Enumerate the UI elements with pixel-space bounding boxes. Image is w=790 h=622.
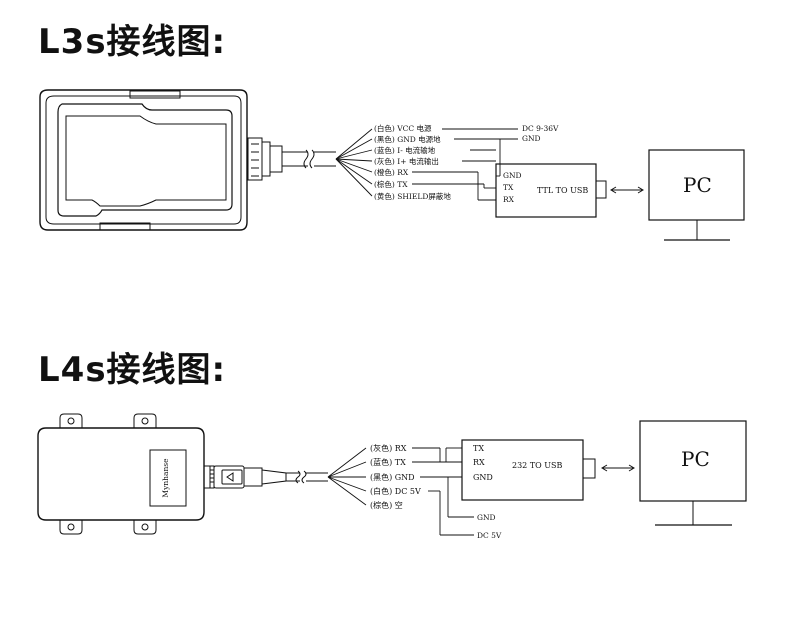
- l3s-pin-label: RX: [503, 195, 515, 204]
- l4s-usb-link-arrow: [601, 464, 635, 472]
- l3s-converter-box: [495, 163, 607, 218]
- l4s-wire-label: (棕色) 空: [370, 500, 403, 510]
- svg-text:Mynhanse: Mynhanse: [161, 458, 170, 498]
- l4s-wire-label: (蓝色) TX: [370, 457, 406, 467]
- l4s-converter-box: [461, 439, 596, 501]
- l3s-wire-label: (黑色) GND 电源地: [374, 134, 441, 144]
- l4s-pin-label: RX: [473, 458, 485, 467]
- l4s-wire-label: (灰色) RX: [370, 443, 407, 453]
- l3s-wire-label: (灰色) I+ 电流输出: [374, 156, 439, 166]
- l4s-pin-label: TX: [473, 444, 484, 453]
- l4s-wire-label: (黑色) GND: [370, 472, 415, 482]
- l3s-power-label: GND: [522, 134, 541, 143]
- l3s-wire-label: (橙色) RX: [374, 167, 409, 177]
- l4s-connections: [412, 447, 474, 536]
- l3s-pc-monitor: [648, 149, 745, 241]
- l4s-power-label: GND: [477, 513, 496, 522]
- l4s-wire-label: (白色) DC 5V: [370, 486, 421, 496]
- l3s-pin-label: TX: [503, 183, 514, 192]
- l3s-wire-label: (蓝色) I- 电流输地: [374, 145, 436, 155]
- l3s-connections: [412, 128, 518, 201]
- l4s-converter-name: 232 TO USB: [512, 461, 562, 470]
- l3s-device: [39, 89, 336, 231]
- l3s-wire-label: (棕色) TX: [374, 179, 408, 189]
- l4s-device: Mynhanse: [37, 413, 328, 535]
- l3s-wire-label: (白色) VCC 电源: [374, 123, 432, 133]
- l4s-pc-label: PC: [681, 447, 710, 471]
- l3s-pin-label: GND: [503, 171, 522, 180]
- l4s-wiring-title: L4s接线图:: [38, 350, 227, 390]
- l3s-wire-fan: [335, 128, 373, 197]
- l3s-power-label: DC 9-36V: [522, 124, 559, 133]
- l4s-wire-fan: [327, 447, 367, 506]
- l4s-pin-label: GND: [473, 473, 493, 482]
- l3s-usb-link-arrow: [610, 186, 644, 194]
- l3s-converter-name: TTL TO USB: [537, 186, 588, 195]
- l4s-power-label: DC 5V: [477, 531, 502, 540]
- l3s-pc-label: PC: [683, 173, 712, 197]
- l3s-wiring-title: L3s接线图:: [38, 22, 227, 62]
- l3s-wire-label: (黄色) SHIELD屏蔽地: [374, 191, 451, 201]
- l4s-pc-monitor: [639, 420, 747, 526]
